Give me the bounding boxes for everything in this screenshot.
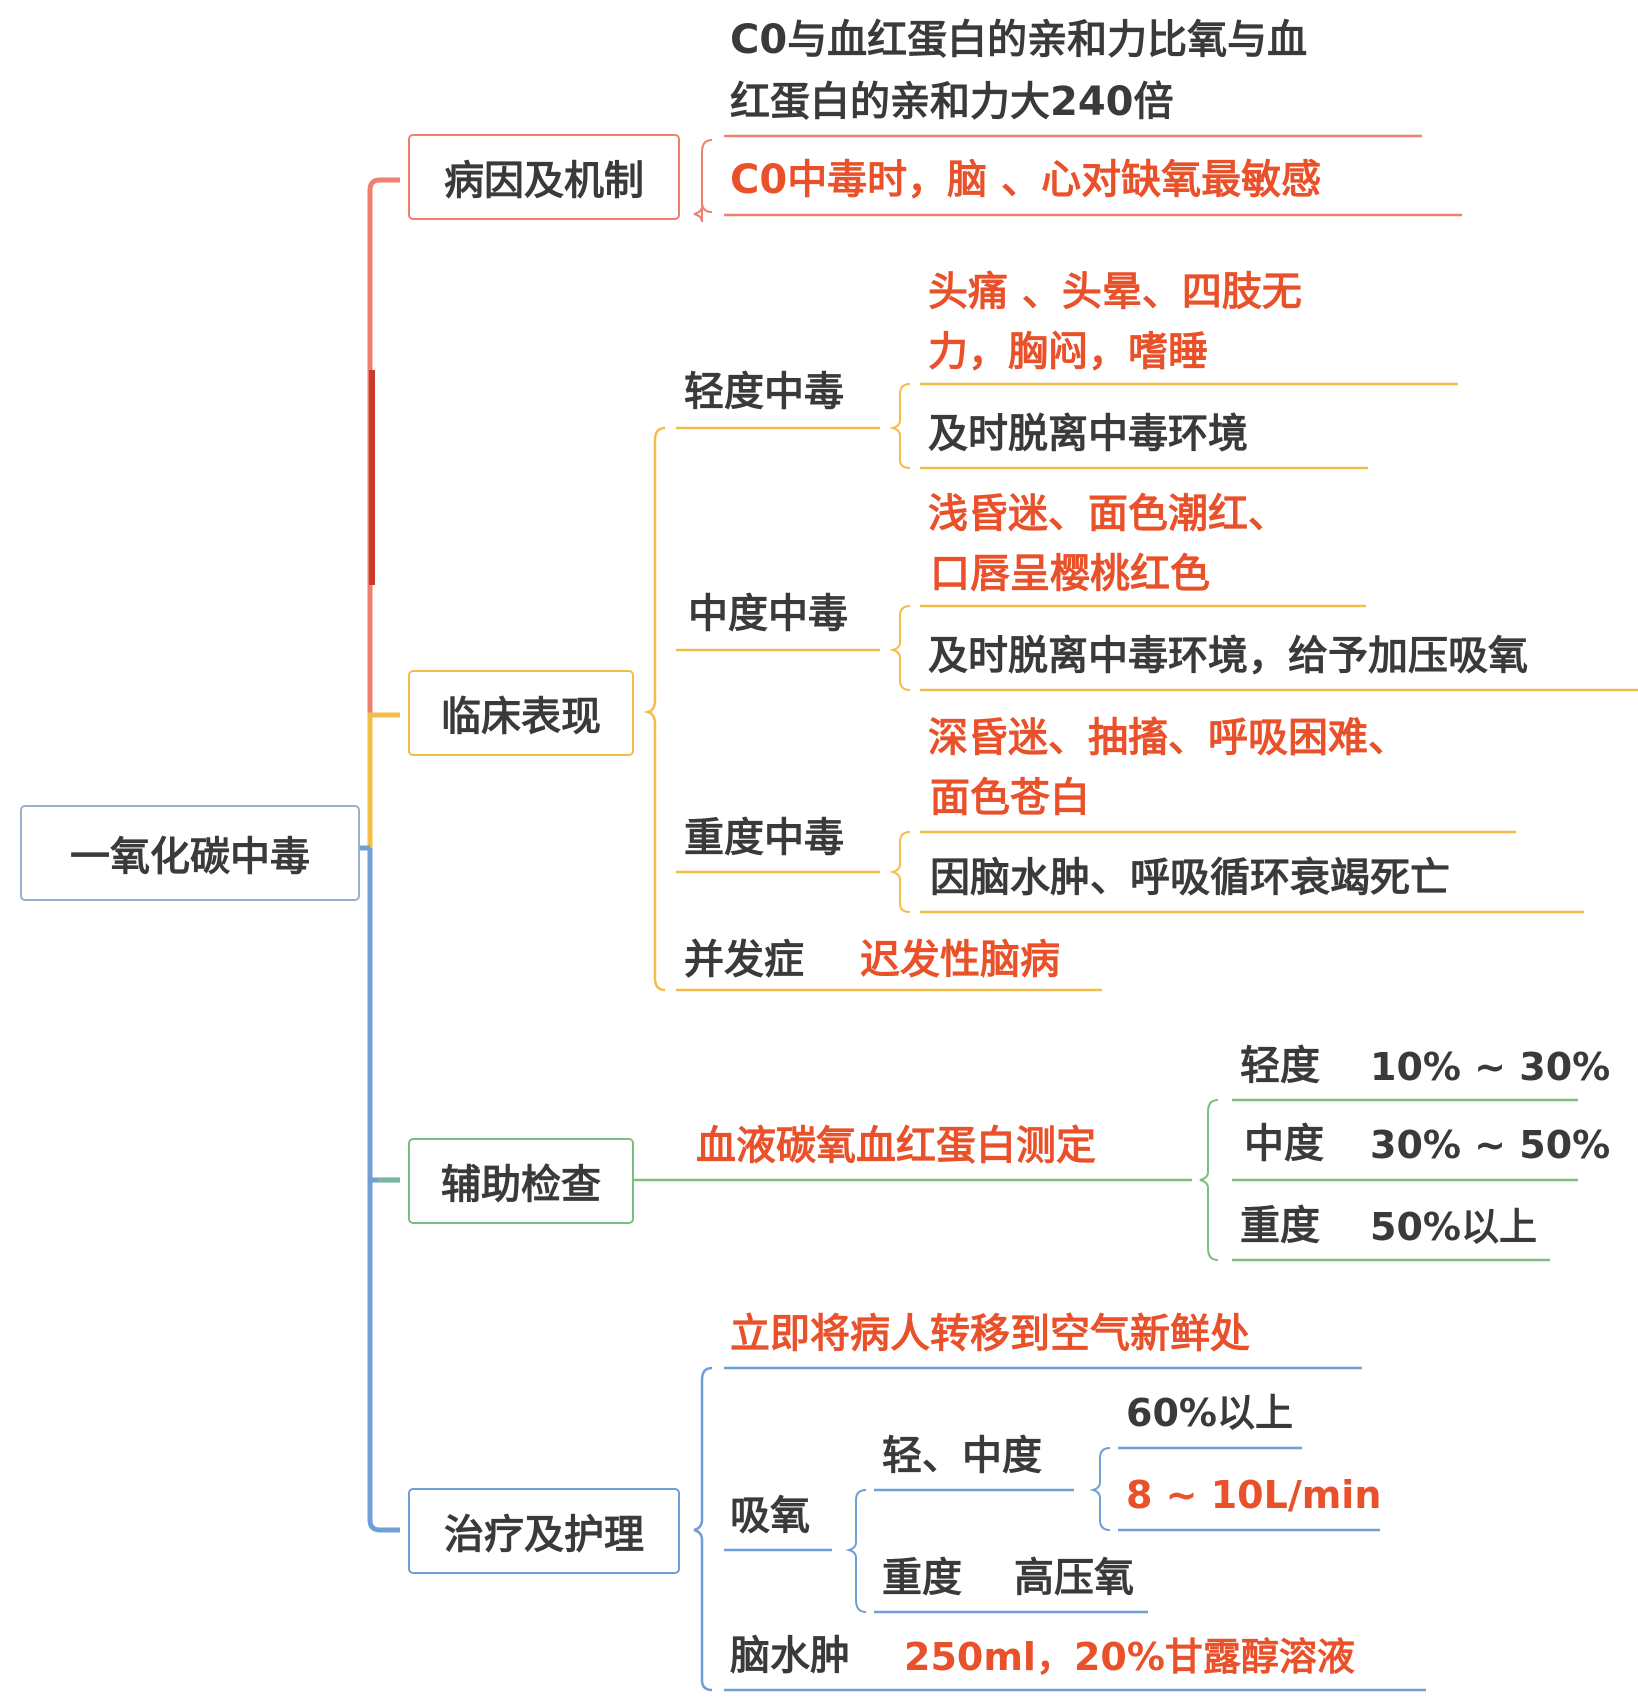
oxygen-bracket (845, 1489, 867, 1613)
severe-symptom-line2: 面色苍白 (930, 775, 1090, 821)
trunk-cause (367, 177, 400, 848)
mild-symptom-line2: 力，胸闷，嗜睡 (928, 329, 1208, 375)
exam-range-severe: 50%以上 (1370, 1205, 1537, 1249)
clinical-bracket (643, 426, 666, 992)
mild-symptom-line1: 头痛 、头晕、四肢无 (928, 269, 1302, 315)
mild-label: 轻度中毒 (684, 369, 844, 415)
cause-bracket (693, 139, 713, 223)
cause-item-1-line1: C0与血红蛋白的亲和力比氧与血 (730, 17, 1308, 63)
cause-item-1-line2: 红蛋白的亲和力大240倍 (730, 79, 1174, 125)
exam-range-mild: 10% ~ 30% (1370, 1045, 1611, 1089)
moderate-symptom-line1: 浅昏迷、面色潮红、 (928, 491, 1288, 537)
severe-symptom-line1: 深昏迷、抽搐、呼吸困难、 (928, 715, 1408, 761)
exam-node[interactable]: 辅助检查 (408, 1138, 634, 1224)
exam-range-moderate: 30% ~ 50% (1370, 1123, 1611, 1167)
edema-value: 250ml，20%甘露醇溶液 (904, 1635, 1355, 1679)
trunk-treatment (367, 1180, 400, 1533)
oxygen-severe-label: 重度 (882, 1555, 962, 1601)
exam-grade-moderate: 中度 (1244, 1121, 1324, 1167)
complication-label: 并发症 (684, 937, 804, 983)
exam-bracket (1199, 1099, 1219, 1261)
mild-moderate-bracket (1089, 1447, 1111, 1531)
complication-value: 迟发性脑病 (860, 937, 1060, 983)
moderate-action: 及时脱离中毒环境，给予加压吸氧 (928, 633, 1528, 679)
oxygen-mild-moderate-label: 轻、中度 (882, 1433, 1042, 1479)
mild-action: 及时脱离中毒环境 (928, 411, 1248, 457)
treatment-first: 立即将病人转移到空气新鲜处 (730, 1311, 1250, 1357)
cause-node[interactable]: 病因及机制 (408, 134, 680, 220)
trunk-clinical (367, 712, 400, 848)
severe-bracket (889, 831, 911, 913)
oxygen-label: 吸氧 (730, 1493, 810, 1539)
moderate-bracket (889, 605, 911, 691)
cause-item-2: C0中毒时，脑 、心对缺氧最敏感 (730, 157, 1322, 203)
exam-grade-severe: 重度 (1240, 1203, 1320, 1249)
oxygen-flow: 8 ~ 10L/min (1126, 1473, 1382, 1517)
oxygen-concentration: 60%以上 (1126, 1391, 1293, 1435)
severe-label: 重度中毒 (684, 815, 844, 861)
treatment-bracket (693, 1366, 713, 1692)
root-node[interactable]: 一氧化碳中毒 (20, 805, 360, 901)
clinical-node[interactable]: 临床表现 (408, 670, 634, 756)
exam-test: 血液碳氧血红蛋白测定 (696, 1123, 1096, 1169)
edema-label: 脑水肿 (730, 1633, 850, 1679)
exam-grade-mild: 轻度 (1240, 1043, 1320, 1089)
treatment-node[interactable]: 治疗及护理 (408, 1488, 680, 1574)
severe-outcome: 因脑水肿、呼吸循环衰竭死亡 (930, 855, 1450, 901)
moderate-label: 中度中毒 (688, 591, 848, 637)
moderate-symptom-line2: 口唇呈樱桃红色 (930, 551, 1210, 597)
mild-bracket (889, 383, 911, 469)
trunk-exam (367, 848, 400, 1183)
oxygen-severe-value: 高压氧 (1014, 1555, 1134, 1601)
